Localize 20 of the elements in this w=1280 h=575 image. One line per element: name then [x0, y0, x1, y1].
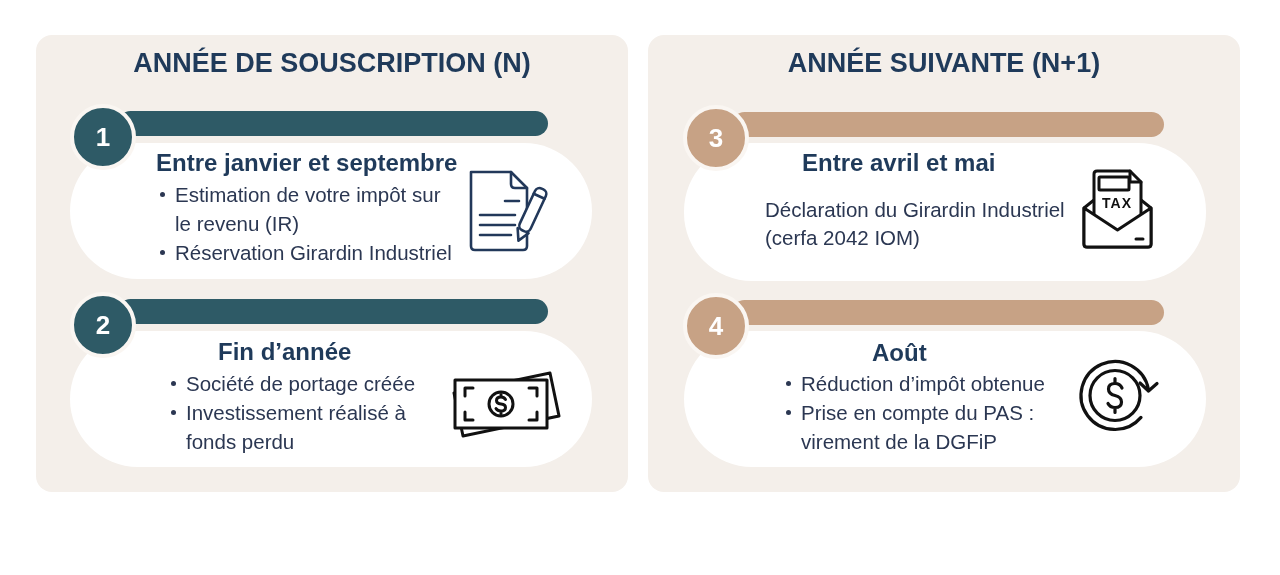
- step-heading: Entre avril et mai: [802, 149, 996, 177]
- step-description: Déclaration du Girardin Industriel (cerfa 2042 IOM): [765, 197, 1066, 251]
- step-number-badge: 1: [70, 104, 136, 170]
- step-heading: Août: [872, 339, 927, 367]
- step-number-badge: 4: [683, 293, 749, 359]
- step-heading: Fin d’année: [218, 338, 352, 366]
- bullet-item: Réduction d’impôt obtenue: [785, 368, 1071, 398]
- step-number-badge: 3: [683, 105, 749, 171]
- panel: [36, 35, 628, 492]
- step-number-badge: 2: [70, 292, 136, 358]
- step-heading: Entre janvier et septembre: [156, 149, 458, 177]
- bullet-item: Estimation de votre impôt sur le revenu (IR): [159, 179, 461, 238]
- panel: [648, 35, 1240, 492]
- bullet-item: Réservation Girardin Industriel: [159, 237, 461, 267]
- bullet-item: Prise en compte du PAS : virement de la DGFiP: [785, 397, 1071, 456]
- document-label: TAX: [1102, 195, 1132, 211]
- bullet-item: Société de portage créée: [170, 368, 436, 398]
- panel-title: ANNÉE SUIVANTE (N+1): [787, 47, 1101, 79]
- bullet-item: Investissement réalisé à fonds perdu: [170, 397, 436, 456]
- panel-title: ANNÉE DE SOUSCRIPTION (N): [133, 47, 531, 79]
